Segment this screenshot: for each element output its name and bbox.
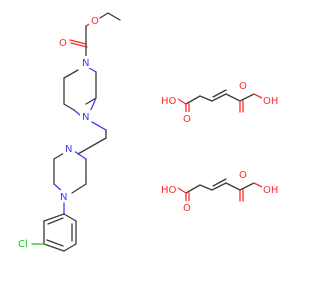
bottom-nitrogen-1-label: N	[65, 144, 72, 155]
fumaric2-right-carbonyl-oxygen-label: O	[239, 170, 247, 181]
top-nitrogen-4-label: N	[82, 112, 89, 123]
fumaric1-left-carbonyl-oxygen-label: O	[183, 114, 191, 125]
chlorophenyl-ring: Cl	[17, 202, 77, 252]
ester-ether-oxygen-label: O	[91, 16, 99, 27]
fumaric1-right-carbonyl-oxygen-label: O	[239, 81, 247, 92]
ethyl-carbamate-group: O O	[58, 12, 121, 57]
fumaric-acid-1: HO O O OH	[160, 79, 282, 125]
bottom-piperazine-ring: N N	[53, 142, 87, 203]
carbonyl-oxygen-label: O	[59, 38, 67, 49]
fumaric2-left-carbonyl-oxygen-label: O	[183, 203, 191, 214]
chlorine-label: Cl	[18, 239, 28, 250]
top-nitrogen-1-label: N	[82, 58, 89, 69]
bottom-nitrogen-4-label: N	[60, 192, 67, 203]
ethylene-linker	[77, 121, 107, 155]
fumaric1-right-hydroxyl-label: OH	[263, 96, 278, 107]
fumaric1-left-hydroxyl-label: HO	[161, 96, 177, 107]
fumaric2-right-hydroxyl-label: OH	[263, 185, 278, 196]
molecule-structure-diagram: O O N N N N	[17, 12, 282, 252]
fumaric-acid-2: HO O O OH	[160, 168, 282, 214]
top-piperazine-ring: N N	[63, 56, 97, 123]
fumaric2-left-hydroxyl-label: HO	[161, 185, 177, 196]
